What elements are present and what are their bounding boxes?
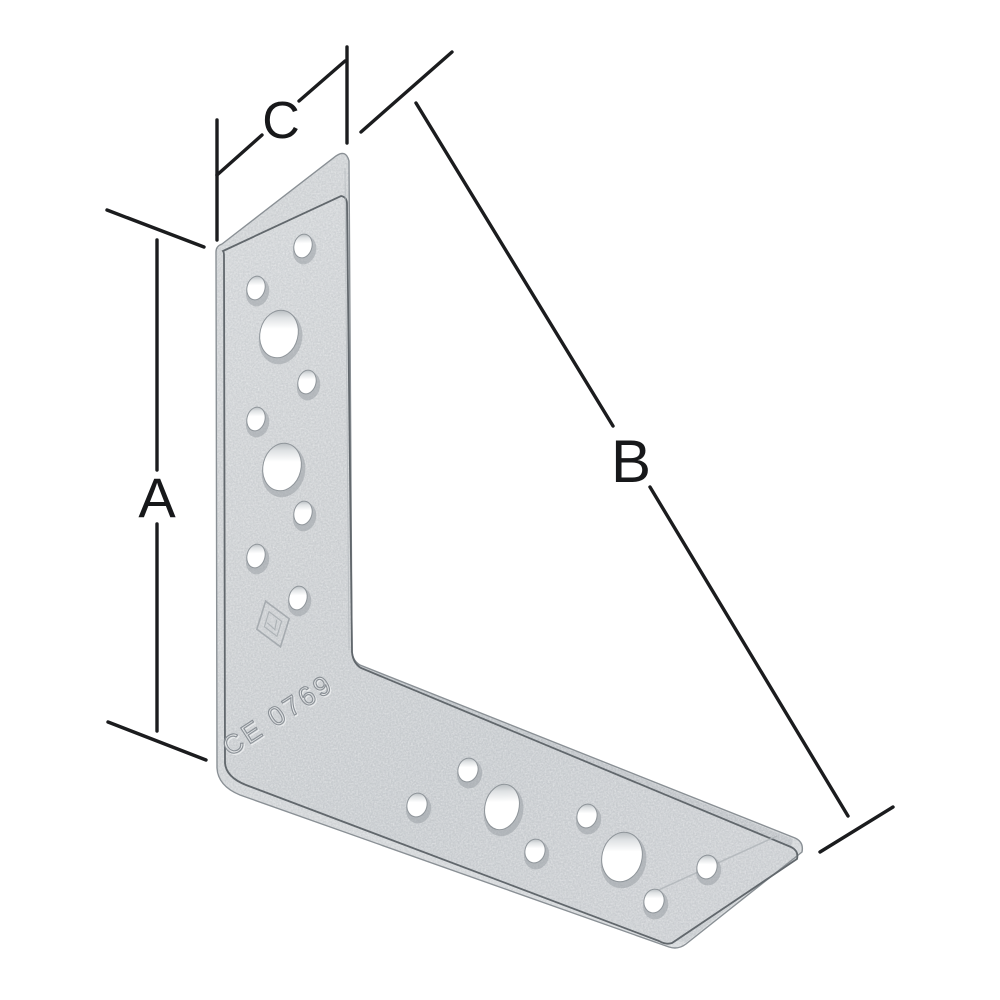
dimension-c: C bbox=[215, 45, 349, 242]
bolt-hole bbox=[245, 275, 270, 307]
bolt-hole-opening bbox=[297, 369, 317, 395]
bolt-hole-opening bbox=[246, 543, 266, 569]
dim-b-line-lower bbox=[648, 485, 850, 818]
bolt-hole bbox=[456, 757, 483, 789]
bolt-hole-opening bbox=[259, 309, 299, 359]
bolt-hole bbox=[600, 831, 647, 889]
dim-c-line-right bbox=[297, 59, 347, 103]
bolt-hole-opening bbox=[643, 888, 665, 914]
bolt-hole bbox=[292, 500, 317, 532]
bolt-hole-opening bbox=[696, 854, 718, 880]
bolt-hole bbox=[245, 406, 270, 438]
bolt-hole bbox=[287, 585, 312, 617]
dimension-label-a: A bbox=[138, 466, 176, 529]
bolt-hole bbox=[258, 309, 303, 365]
bolt-hole bbox=[296, 369, 321, 401]
bolt-hole bbox=[695, 854, 722, 886]
bracket-face-outline bbox=[221, 195, 799, 945]
dimension-b: B bbox=[359, 50, 895, 854]
bracket-outer-outline bbox=[215, 152, 804, 949]
bolt-hole-opening bbox=[524, 838, 546, 864]
bolt-hole bbox=[483, 783, 524, 837]
dim-b-extension-top bbox=[359, 50, 454, 134]
dim-b-line-upper bbox=[414, 101, 615, 428]
bolt-hole-opening bbox=[576, 803, 598, 829]
dim-a-extension-top bbox=[105, 208, 206, 249]
bolt-hole bbox=[261, 442, 306, 498]
bolt-hole-opening bbox=[262, 442, 302, 492]
dim-c-line-left bbox=[215, 133, 264, 177]
bolt-hole-opening bbox=[246, 275, 266, 301]
bolt-hole bbox=[642, 888, 669, 920]
manufacturer-stamp-icon bbox=[255, 599, 291, 649]
bolt-hole bbox=[405, 792, 432, 824]
dimension-a: A bbox=[105, 208, 208, 762]
right-edge-highlight-line bbox=[344, 167, 350, 651]
bolt-hole-opening bbox=[601, 831, 643, 883]
dimension-label-b: B bbox=[611, 428, 651, 495]
dimension-label-c: C bbox=[262, 92, 300, 150]
bolt-hole-opening bbox=[246, 406, 266, 432]
bolt-hole bbox=[292, 233, 317, 265]
bolt-holes-group bbox=[245, 233, 722, 920]
bolt-hole-opening bbox=[288, 585, 308, 611]
bolt-hole-opening bbox=[457, 757, 479, 783]
bolt-hole bbox=[575, 803, 602, 835]
bolt-hole-opening bbox=[406, 792, 428, 818]
bolt-hole bbox=[245, 543, 270, 575]
bolt-hole-opening bbox=[293, 500, 313, 526]
bolt-hole bbox=[523, 838, 550, 870]
dim-a-extension-bottom bbox=[106, 720, 208, 762]
bolt-hole-opening bbox=[484, 783, 520, 831]
dim-b-extension-bottom bbox=[818, 805, 895, 854]
bolt-hole-opening bbox=[293, 233, 313, 259]
